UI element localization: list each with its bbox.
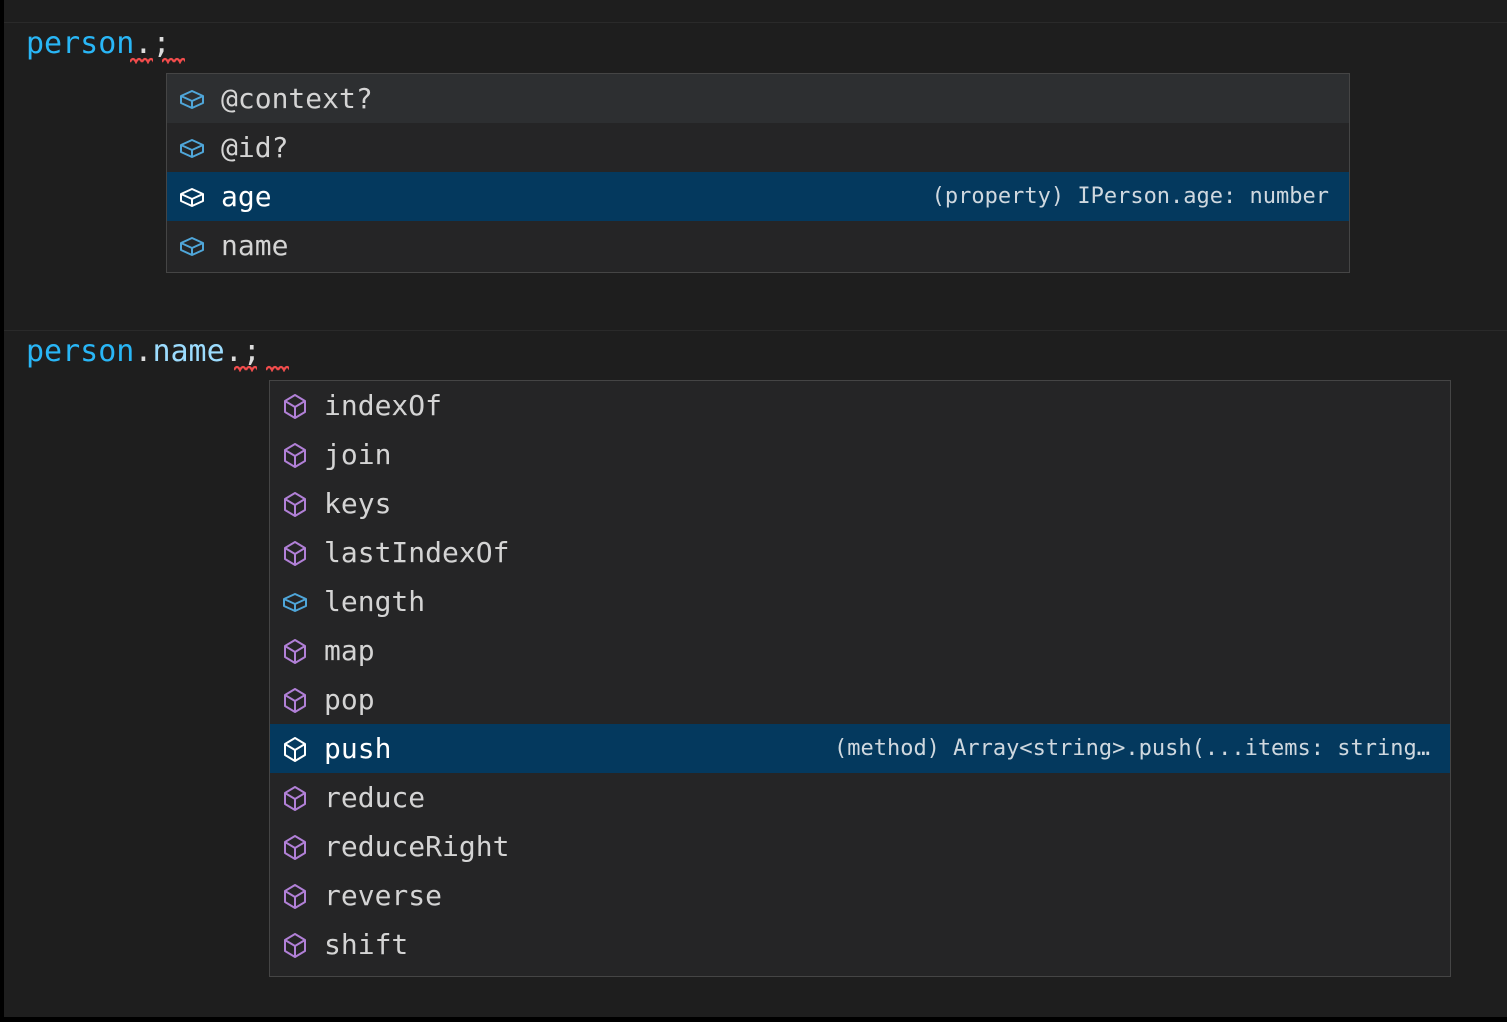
code-token-semicolon: ; <box>152 26 171 61</box>
code-token-dot-2: . <box>224 334 243 369</box>
suggest-item-lastindexof[interactable]: lastIndexOf <box>270 528 1450 577</box>
method-cube-icon <box>280 538 310 568</box>
suggest-item-label: @id? <box>221 130 289 164</box>
code-token-variable: person <box>26 334 135 369</box>
method-cube-icon <box>280 685 310 715</box>
suggest-item-join[interactable]: join <box>270 430 1450 479</box>
pane-divider-middle <box>4 330 1507 331</box>
code-token-variable: person <box>26 26 135 61</box>
code-token-semicolon: ; <box>242 334 261 369</box>
property-cube-icon <box>177 182 207 212</box>
code-token-dot: . <box>134 334 153 369</box>
suggest-item-map[interactable]: map <box>270 626 1450 675</box>
suggest-item-label: keys <box>324 486 392 520</box>
suggest-item-indexof[interactable]: indexOf <box>270 381 1450 430</box>
editor-pane-person-name: person.name.; indexOf join <box>4 330 1507 1017</box>
error-squiggle <box>130 57 153 64</box>
suggest-item-push[interactable]: push (method) Array<string>.push(...item… <box>270 724 1450 773</box>
method-cube-icon <box>280 391 310 421</box>
method-cube-icon <box>280 440 310 470</box>
suggest-item-keys[interactable]: keys <box>270 479 1450 528</box>
suggest-item-label: reduceRight <box>324 829 510 863</box>
suggest-item-id[interactable]: @id? <box>167 123 1349 172</box>
method-cube-icon <box>280 783 310 813</box>
suggest-widget-person-name[interactable]: indexOf join keys <box>269 380 1451 977</box>
property-cube-icon <box>177 133 207 163</box>
method-cube-icon <box>280 832 310 862</box>
suggest-item-name[interactable]: name <box>167 221 1349 270</box>
pane-divider-top <box>4 22 1507 23</box>
method-cube-icon <box>280 489 310 519</box>
suggest-item-label: lastIndexOf <box>324 535 510 569</box>
suggest-item-label: @context? <box>221 81 373 115</box>
suggest-item-label: pop <box>324 682 375 716</box>
property-cube-icon <box>177 84 207 114</box>
suggest-item-length[interactable]: length <box>270 577 1450 626</box>
suggest-item-label: shift <box>324 927 409 961</box>
editor-pane-person: person.; @context? @id? <box>4 0 1507 330</box>
suggest-item-detail: (method) Array<string>.push(...items: st… <box>833 735 1430 761</box>
suggest-item-label: join <box>324 437 392 471</box>
property-cube-icon <box>280 587 310 617</box>
code-token-dot: . <box>134 26 153 61</box>
suggest-item-context[interactable]: @context? <box>167 74 1349 123</box>
suggest-widget-person[interactable]: @context? @id? age (property) IPerson.ag… <box>166 73 1350 273</box>
method-cube-icon <box>280 930 310 960</box>
suggest-item-reverse[interactable]: reverse <box>270 871 1450 920</box>
suggest-item-label: indexOf <box>324 388 443 422</box>
suggest-item-reduceright[interactable]: reduceRight <box>270 822 1450 871</box>
suggest-item-label: length <box>324 584 426 618</box>
code-line-person[interactable]: person.; <box>26 25 171 63</box>
suggest-item-label: age <box>221 179 272 213</box>
suggest-item-label: name <box>221 228 289 262</box>
method-cube-icon <box>280 881 310 911</box>
error-squiggle <box>266 365 289 372</box>
suggest-item-label: map <box>324 633 375 667</box>
suggest-item-pop[interactable]: pop <box>270 675 1450 724</box>
method-cube-icon <box>280 734 310 764</box>
suggest-item-age[interactable]: age (property) IPerson.age: number <box>167 172 1349 221</box>
suggest-item-label: push <box>324 731 392 765</box>
method-cube-icon <box>280 636 310 666</box>
suggest-item-reduce[interactable]: reduce <box>270 773 1450 822</box>
code-line-person-name[interactable]: person.name.; <box>26 333 261 371</box>
suggest-item-label: reverse <box>324 878 443 912</box>
code-token-property: name <box>152 334 225 369</box>
property-cube-icon <box>177 231 207 261</box>
suggest-item-shift[interactable]: shift <box>270 920 1450 969</box>
error-squiggle <box>162 57 185 64</box>
error-squiggle <box>234 365 257 372</box>
suggest-item-detail: (property) IPerson.age: number <box>931 183 1329 209</box>
suggest-item-label: reduce <box>324 780 426 814</box>
